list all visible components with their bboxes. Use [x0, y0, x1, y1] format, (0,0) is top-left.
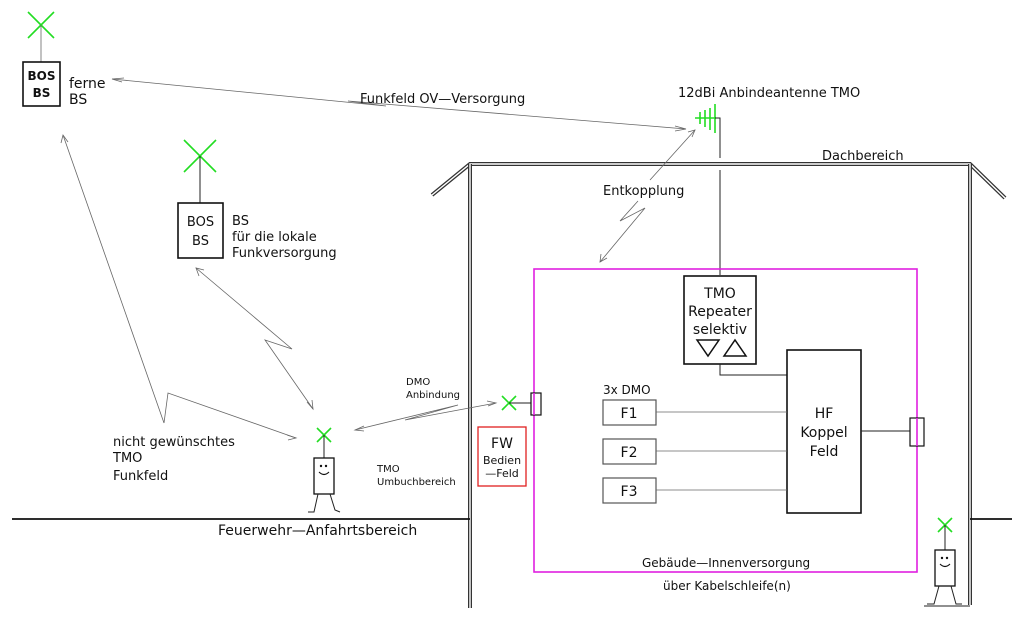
- building: Dachbereich: [430, 149, 1007, 608]
- dmo-channel-f2-label: F2: [621, 445, 638, 461]
- local-bs-caption-line2: für die lokale: [232, 230, 317, 245]
- dmo-channel-f1-label: F1: [621, 406, 638, 422]
- dmo-channel-f1: [602, 399, 657, 426]
- antenna-label: 12dBi Anbindeantenne TMO: [678, 86, 860, 101]
- ground-label: Feuerwehr—Anfahrtsbereich: [218, 523, 417, 539]
- remote-bs-caption-line2: BS: [69, 92, 87, 108]
- fire-panel-line2: Bedien: [483, 454, 521, 467]
- unwanted-tmo-radio-link: nicht gewünschtes TMO Funkfeld: [60, 134, 298, 484]
- local-bs-caption-line1: BS: [232, 214, 249, 229]
- ov-supply-label: Funkfeld OV—Versorgung: [360, 92, 525, 107]
- local-bs-box-line2: BS: [192, 234, 209, 249]
- dmo-channel-f3: [602, 477, 657, 504]
- dmo-link-antenna: [501, 392, 542, 416]
- rf-coupling-unit: HF Koppel Feld: [786, 349, 925, 514]
- decoupling-radio-link: Entkopplung: [599, 129, 696, 263]
- dmo-channel-f3-label: F3: [621, 484, 638, 500]
- repeater-line1: TMO: [703, 286, 736, 302]
- decoupling-label: Entkopplung: [603, 184, 684, 199]
- inner-supply-line2: über Kabelschleife(n): [663, 579, 791, 593]
- local-bs-box: [177, 202, 224, 259]
- local-bs-radio-link: [195, 267, 314, 411]
- unwanted-field-line1: nicht gewünschtes: [113, 435, 235, 450]
- tmo-rebook-label-line2: Umbuchbereich: [377, 477, 456, 488]
- downlink-triangle-icon: [695, 339, 721, 358]
- local-bs-box-line1: BOS: [187, 215, 214, 230]
- tmo-rebook-label-line1: TMO: [376, 464, 400, 475]
- coupler-line3: Feld: [810, 444, 839, 460]
- local-base-station: BOS BS BS für die lokale Funkversorgung: [177, 139, 337, 261]
- yagi-antenna-icon: [695, 104, 716, 133]
- repeater-box: [683, 275, 757, 365]
- repeater-line3: selektiv: [693, 322, 747, 338]
- unwanted-field-line2: TMO: [112, 451, 142, 466]
- dmo-link-label-line1: DMO: [406, 377, 430, 388]
- uplink-triangle-icon: [722, 338, 748, 357]
- remote-bs-caption-line1: ferne: [69, 76, 106, 92]
- firefighter-outside-icon: [308, 427, 341, 513]
- tmo-repeater: TMO Repeater selektiv: [683, 275, 787, 376]
- remote-bs-box-line1: BOS: [28, 69, 56, 83]
- remote-bs-box: [22, 61, 61, 107]
- coupler-line2: Koppel: [800, 425, 847, 441]
- fire-panel-line1: FW: [491, 436, 513, 452]
- roof-label: Dachbereich: [822, 149, 904, 164]
- firefighter-inside-icon: [924, 517, 970, 607]
- unwanted-field-line3: Funkfeld: [113, 469, 168, 484]
- fire-panel-box: [477, 426, 527, 487]
- repeater-line2: Repeater: [688, 304, 752, 320]
- inner-supply-line1: Gebäude—Innenversorgung: [642, 556, 810, 570]
- left-connector-icon: [530, 392, 542, 416]
- dmo-channel-f2: [602, 438, 657, 465]
- fire-brigade-control-panel: FW Bedien —Feld: [477, 426, 527, 487]
- ov-supply-radio-link: Funkfeld OV—Versorgung: [111, 77, 687, 132]
- remote-bs-box-line2: BS: [33, 86, 51, 100]
- dmo-radio-link: DMO Anbindung: [353, 377, 498, 432]
- fire-panel-line3: —Feld: [485, 467, 519, 480]
- coupler-line1: HF: [815, 406, 834, 422]
- dmo-group-label: 3x DMO: [603, 383, 651, 397]
- local-bs-caption-line3: Funkversorgung: [232, 246, 337, 261]
- remote-base-station: BOS BS ferne BS: [22, 11, 106, 108]
- tmo-link-antenna: 12dBi Anbindeantenne TMO: [678, 86, 860, 275]
- dmo-channels: 3x DMO F1 F2 F3: [602, 383, 787, 504]
- coupler-box: [786, 349, 862, 514]
- dmo-link-label-line2: Anbindung: [406, 390, 460, 401]
